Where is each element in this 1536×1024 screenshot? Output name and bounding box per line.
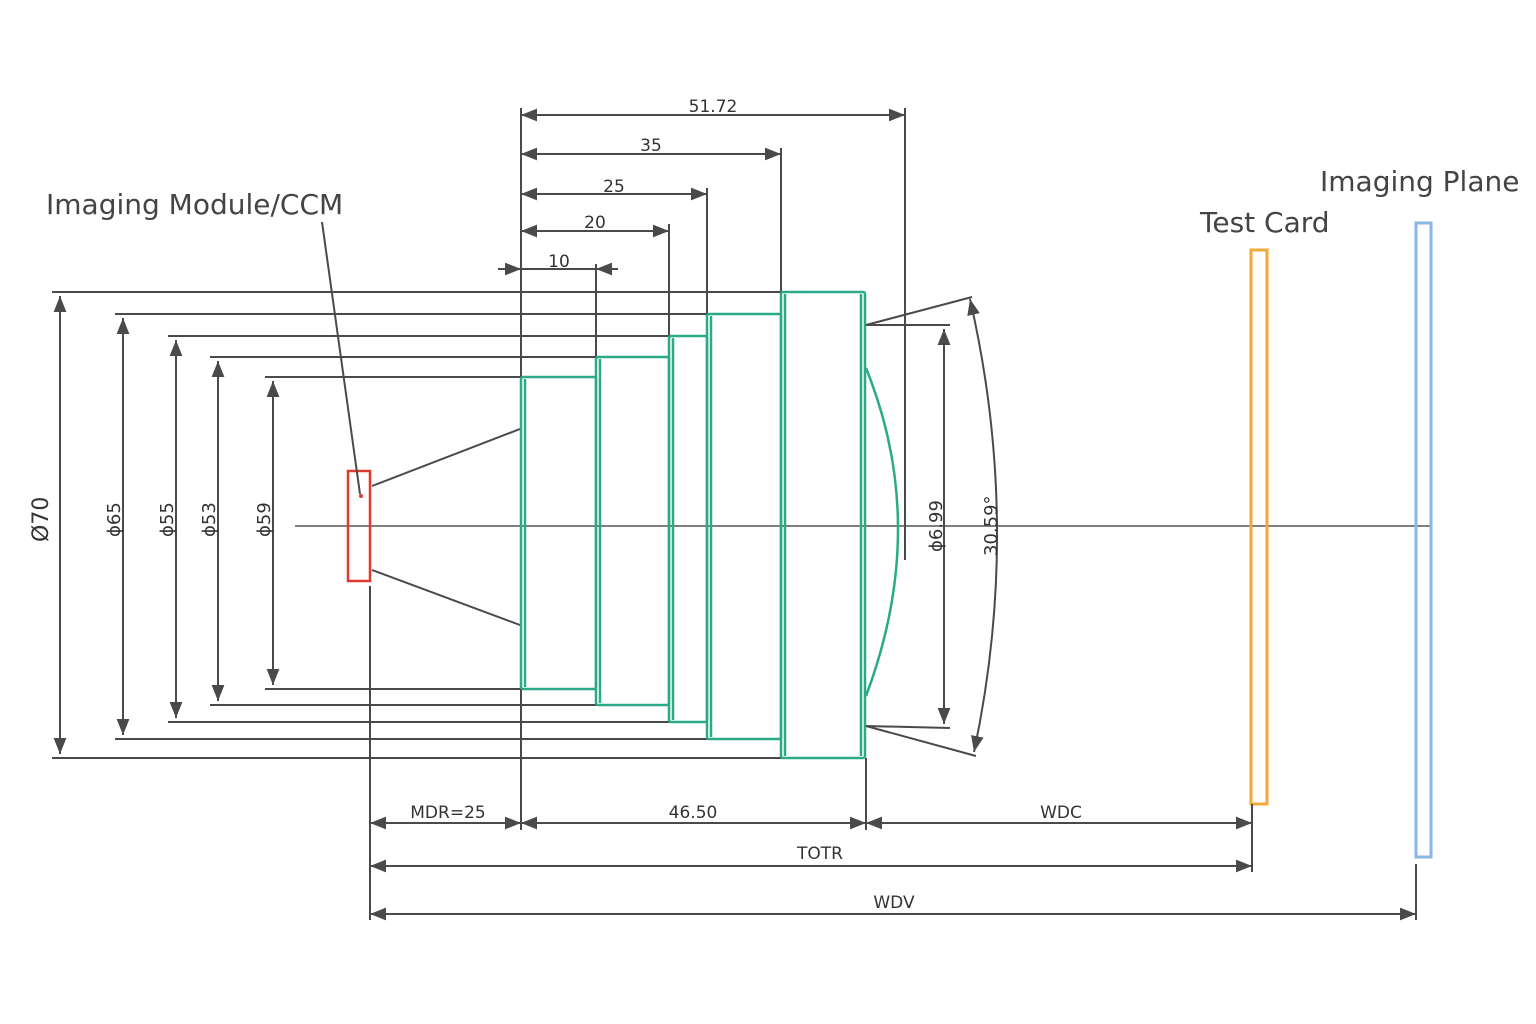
imaging-plane-label: Imaging Plane (1320, 165, 1519, 198)
imaging-plane (1414, 221, 1433, 859)
test-card-label: Test Card (1199, 206, 1330, 239)
test-card (1249, 248, 1269, 806)
dim-label-25: 25 (603, 177, 625, 197)
sensor-point (359, 494, 363, 498)
wdv-label: WDV (873, 893, 915, 913)
diameter-dimension-lines (53, 296, 280, 754)
front-diameter-label: ϕ6.99 (926, 500, 947, 552)
fov-ray-upper (371, 428, 521, 487)
dia-label-70: Ø70 (29, 497, 54, 542)
dim-label-10: 10 (548, 252, 570, 272)
dia-label-59: ϕ59 (254, 502, 275, 537)
dim-label-35: 35 (640, 136, 662, 156)
module-leader-line (321, 221, 361, 495)
dia-label-55: ϕ55 (157, 502, 178, 537)
dia-label-65: ϕ65 (104, 502, 125, 537)
bottom-dimension-lines (370, 816, 1416, 921)
front-diameter-dimension (865, 324, 951, 729)
diameter-extension-lines (52, 291, 782, 759)
top-dimension-lines (498, 108, 905, 276)
bottom-extension-lines (865, 758, 1417, 920)
dim-label-20: 20 (584, 213, 606, 233)
lens-body (519, 290, 900, 760)
field-angle-dimension (865, 296, 998, 757)
dia-label-53: ϕ53 (199, 502, 220, 537)
fov-ray-lower (371, 569, 521, 626)
wdc-label: WDC (1040, 803, 1082, 823)
length-label: 46.50 (669, 803, 718, 823)
mdr-label: MDR=25 (410, 803, 485, 823)
dim-label-51-72: 51.72 (689, 97, 738, 117)
imaging-module (346, 469, 372, 583)
imaging-module-label: Imaging Module/CCM (46, 188, 343, 221)
field-angle-label: 30.59° (981, 495, 1002, 556)
totr-label: TOTR (796, 844, 843, 864)
front-lens-element (864, 367, 900, 697)
